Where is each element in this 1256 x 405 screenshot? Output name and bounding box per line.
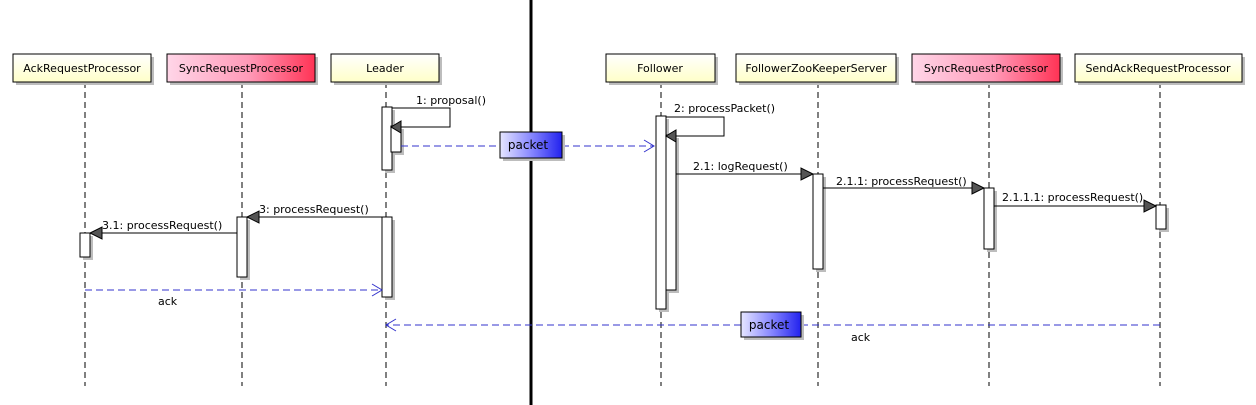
return-ack-from-follower: packet ack [385,311,1160,344]
participant-syncrequestprocessor-follower: SyncRequestProcessor [911,53,1063,85]
participant-label: FollowerZooKeeperServer [745,62,887,75]
message-proposal: 1: proposal() [390,94,486,134]
message-label: 2.1.1.1: processRequest() [1002,191,1143,204]
activation-leader-2 [381,216,393,298]
participant-label: SendAckRequestProcessor [1085,62,1231,75]
activation-sendackrequestprocessor [1155,204,1167,230]
message-processrequest-sync-follower: 2.1.1: processRequest() [823,175,986,195]
message-processpacket: 2: processPacket() [665,102,775,143]
activation-follower [655,115,667,310]
participant-syncrequestprocessor-leader: SyncRequestProcessor [166,53,318,85]
participant-leader: Leader [330,53,442,85]
message-processrequest-sync-leader: 3: processRequest() [245,203,382,224]
activation-syncrequestprocessor-leader [236,216,248,278]
activation-follower-nested [665,134,677,291]
return-label: ack [851,331,871,344]
participant-label: SyncRequestProcessor [924,62,1049,75]
packet-label: packet [749,318,789,332]
return-ack-to-leader: ack [85,283,383,308]
message-label: 3.1: processRequest() [102,219,222,232]
message-processrequest-ack: 3.1: processRequest() [88,219,237,240]
packet-badge [499,131,563,159]
participant-sendackrequestprocessor: SendAckRequestProcessor [1074,53,1245,85]
packet-badge [740,311,802,338]
participant-label: SyncRequestProcessor [179,62,304,75]
activation-ackrequestprocessor [79,232,91,258]
message-label: 2: processPacket() [674,102,775,115]
message-processrequest-sendack: 2.1.1.1: processRequest() [994,191,1158,213]
activation-bars [79,106,1169,312]
participant-label: Leader [366,62,404,75]
activation-followerzookeeperserver [812,173,824,270]
packet-leader-to-follower: packet [401,131,655,161]
return-label: ack [158,295,178,308]
message-label: 3: processRequest() [259,203,369,216]
activation-syncrequestprocessor-follower [983,187,995,250]
participant-followerzookeeperserver: FollowerZooKeeperServer [735,53,899,85]
message-label: 2.1: logRequest() [693,160,788,173]
packet-label: packet [508,138,548,152]
message-label: 1: proposal() [416,94,486,107]
message-label: 2.1.1: processRequest() [836,175,967,188]
participant-follower: Follower [605,53,718,85]
message-logrequest: 2.1: logRequest() [676,160,815,181]
participant-ackrequestprocessor: AckRequestProcessor [12,53,154,85]
participant-label: AckRequestProcessor [23,62,141,75]
participant-label: Follower [637,62,683,75]
